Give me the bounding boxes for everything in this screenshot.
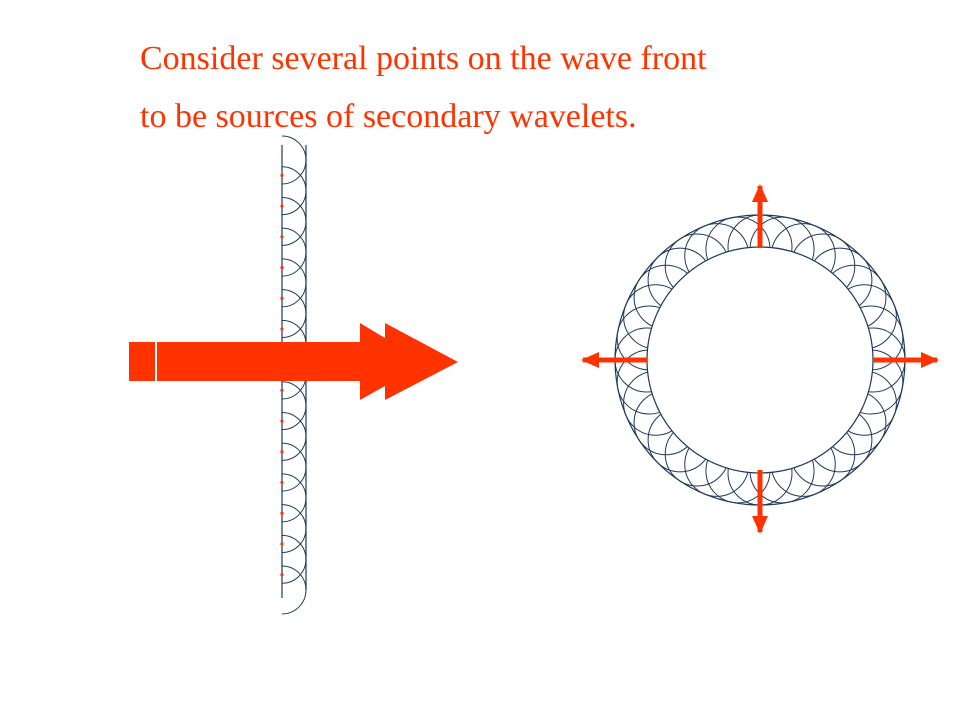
arrow-shaft [157, 342, 387, 381]
wavelet-source-dot [280, 265, 284, 270]
wavelet-source-dot [280, 235, 284, 239]
plane-wavelet [281, 565, 307, 615]
plane-wavelet [281, 135, 307, 185]
plane-wavelet [281, 442, 307, 492]
wavelet-source-dot [280, 450, 284, 454]
plane-wavelet [281, 504, 307, 554]
caption-line-1: Consider several points on the wave fron… [140, 40, 707, 77]
primary-sphere-front [646, 246, 874, 474]
plane-wavelet [281, 289, 307, 339]
wavelet-source-dot [280, 542, 284, 546]
plane-wavelet [281, 227, 307, 277]
arrow-head-shadow [360, 323, 385, 400]
wavelet-source-dot [280, 327, 284, 331]
sphere-arrows [581, 184, 939, 534]
arrow-head [385, 323, 458, 400]
spherical-wave-front [581, 184, 939, 534]
caption-line-2: to be sources of secondary wavelets. [140, 98, 637, 135]
plane-wavelet [281, 196, 307, 246]
plane-wavelet [281, 534, 307, 584]
radial-arrow-down [752, 470, 768, 534]
propagation-arrow-right [129, 323, 458, 400]
plane-wavelet [281, 411, 307, 461]
radial-arrow-left [581, 352, 647, 368]
radial-arrow-up [752, 184, 768, 248]
caption: Consider several points on the wave fron… [140, 30, 920, 146]
wavelet-source-dot [280, 573, 284, 577]
plane-wavelet [281, 258, 307, 308]
wavelet-source-dot [280, 511, 284, 515]
plane-wavelet [281, 166, 307, 216]
plane-wavelet [281, 473, 307, 523]
wavelet-source-dot [280, 296, 284, 300]
radial-arrow-right [873, 352, 939, 368]
wavelet-source-dot [280, 480, 284, 485]
arrow-tail-block [129, 342, 155, 381]
wavelet-source-dot [280, 388, 284, 392]
plane-wavelet [281, 381, 307, 431]
wavelet-source-dot [280, 204, 284, 208]
wavelet-source-dot [280, 173, 284, 177]
wavelet-source-dot [280, 419, 284, 423]
